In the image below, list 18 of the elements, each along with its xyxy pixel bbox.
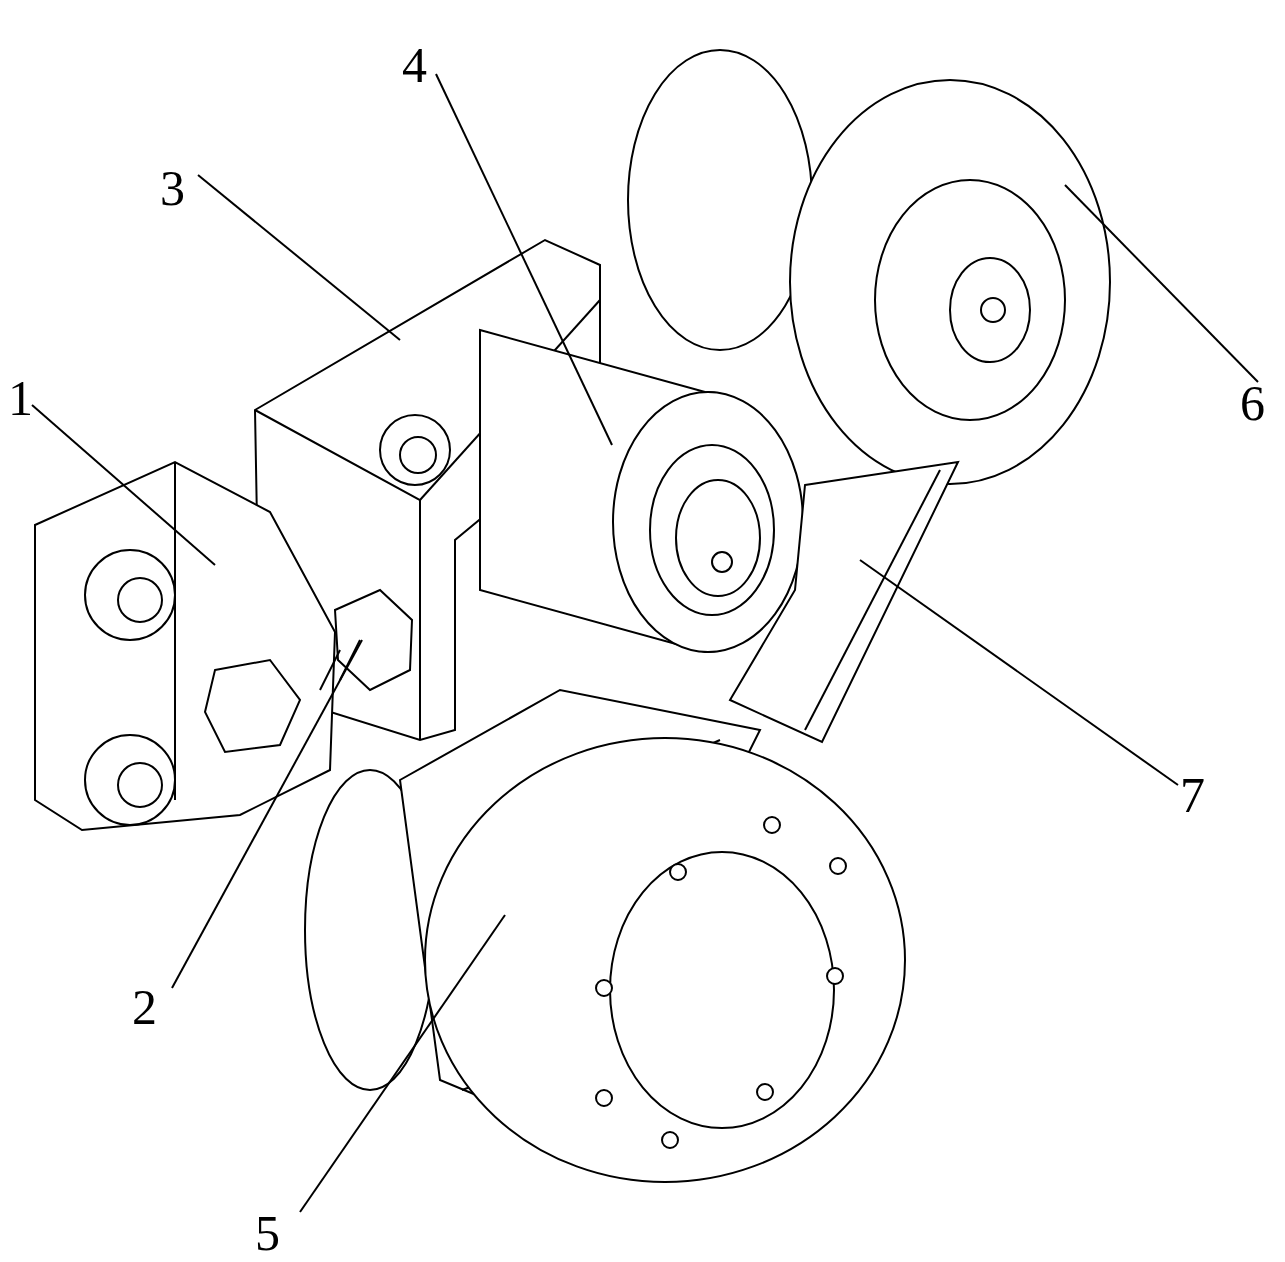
plate-drawing	[34, 460, 336, 832]
callout-number: 5	[255, 1208, 280, 1258]
callout-number: 6	[1240, 378, 1265, 428]
roller-drawing	[479, 329, 804, 653]
leader-line	[1064, 184, 1259, 383]
callout-number: 2	[132, 982, 157, 1032]
leader-line	[171, 639, 363, 989]
callout-number: 3	[160, 163, 185, 213]
callout-number: 7	[1180, 770, 1205, 820]
callout-number: 1	[8, 373, 33, 423]
leader-line	[299, 914, 506, 1213]
leader-line	[859, 559, 1179, 786]
leader-line	[197, 174, 401, 341]
toothed-pulley-drawing	[304, 688, 906, 1183]
bolt-drawing	[319, 588, 413, 692]
leader-line	[31, 404, 216, 566]
belt-drawing	[728, 460, 960, 744]
callout-number: 4	[402, 40, 427, 90]
